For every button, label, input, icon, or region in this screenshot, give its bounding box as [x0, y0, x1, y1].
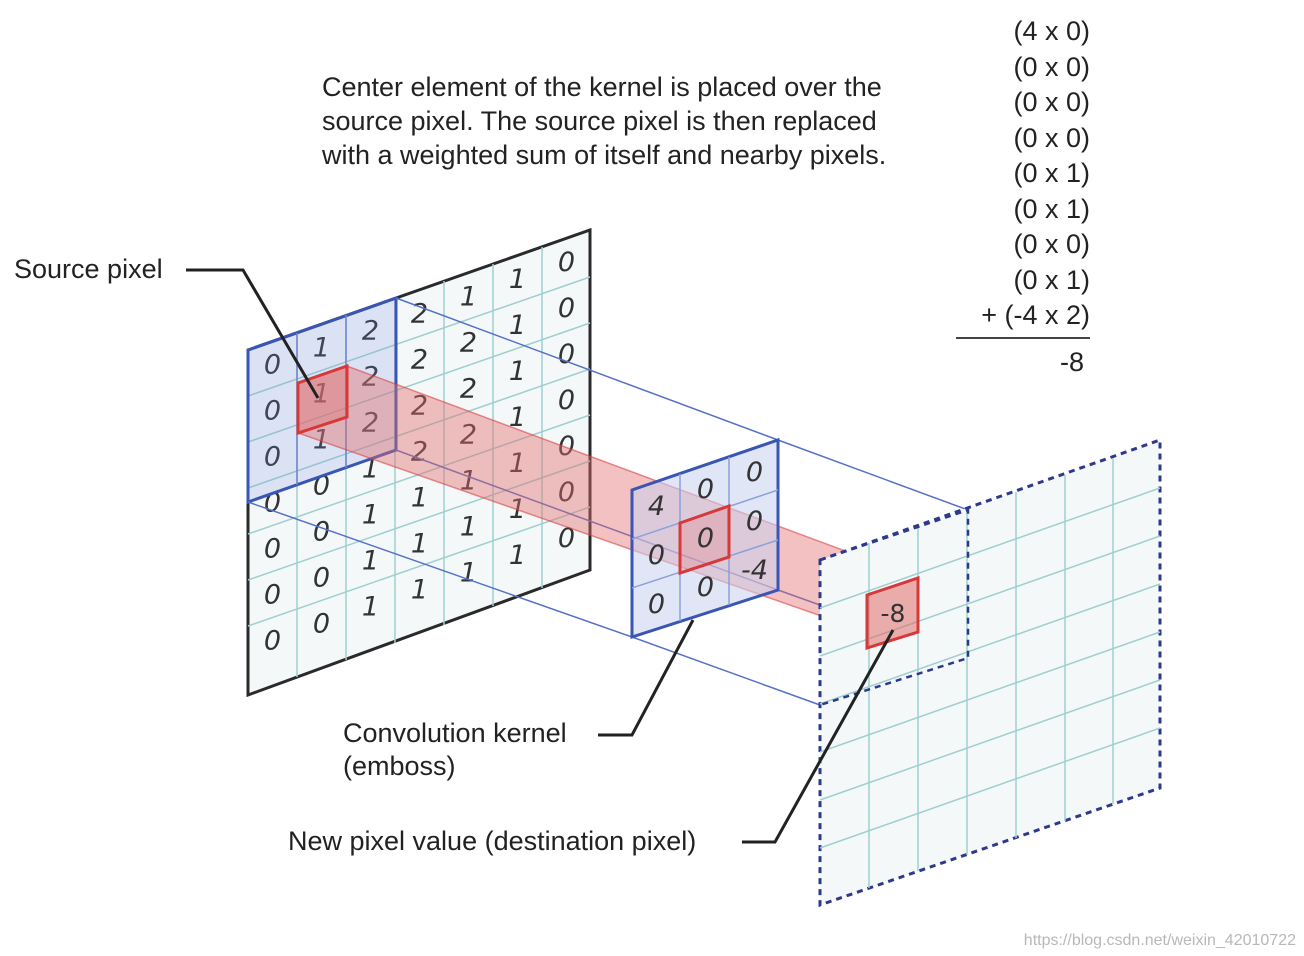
source-digit-5-1: 1 [313, 378, 330, 409]
source-digit-9-0: 0 [264, 580, 281, 611]
kernel-digit-2-1: 0 [697, 572, 714, 603]
kernel-label-line-1: Convolution kernel [343, 718, 567, 748]
source-pixel-label: Source pixel [14, 254, 163, 284]
source-grid-digits: 0122110012221001222100012210001111000111… [264, 247, 575, 656]
calc-term-last: + (-4 x 2) [981, 300, 1090, 330]
destination-footprint-outline [819, 508, 970, 707]
source-digit-9-3: 1 [411, 528, 428, 559]
source-digit-8-4: 1 [460, 465, 477, 496]
caption-line-2: source pixel. The source pixel is then r… [322, 106, 877, 136]
source-digit-5-6: 0 [558, 293, 575, 324]
source-digit-9-4: 1 [460, 511, 477, 542]
calc-term: (0 x 0) [1013, 51, 1090, 82]
watermark: https://blog.csdn.net/weixin_42010722 [1023, 932, 1296, 949]
kernel-label: Convolution kernel (emboss) [343, 717, 567, 783]
kernel-digit-2-0: 0 [648, 589, 665, 620]
calc-term: (0 x 1) [1013, 193, 1090, 224]
source-digit-5-3: 2 [411, 344, 428, 375]
source-digit-10-0: 0 [264, 626, 281, 657]
source-digit-7-4: 2 [460, 419, 477, 450]
source-digit-4-4: 1 [460, 281, 477, 312]
destination-pixel-label: New pixel value (destination pixel) [288, 826, 697, 856]
destination-image-sheet [818, 437, 1162, 908]
caption-line-1: Center element of the kernel is placed o… [322, 72, 882, 102]
source-digit-4-3: 2 [411, 298, 428, 329]
kernel-digit-1-1: 0 [697, 523, 714, 554]
kernel-center-box [678, 503, 731, 576]
destination-pixel-box [865, 575, 920, 651]
source-digit-5-2: 2 [362, 361, 379, 392]
kernel-leader [598, 619, 695, 737]
calc-term: (0 x 0) [1013, 87, 1090, 117]
source-digit-8-1: 0 [313, 516, 330, 547]
source-digit-6-1: 1 [313, 424, 330, 455]
kernel-digit-0-1: 0 [697, 474, 714, 505]
source-digit-8-2: 1 [362, 499, 379, 530]
calc-term: (0 x 1) [1013, 264, 1090, 295]
calc-term: (0 x 1) [1013, 158, 1090, 188]
kernel-digit-1-0: 0 [648, 540, 665, 571]
source-digit-6-2: 2 [362, 407, 379, 438]
calc-result: -8 [1059, 346, 1084, 377]
destination-leader [742, 629, 895, 844]
source-digit-10-2: 1 [362, 591, 379, 622]
source-digit-6-6: 0 [558, 339, 575, 370]
source-digit-7-5: 1 [509, 402, 526, 433]
source-digit-4-2: 2 [362, 315, 379, 346]
weighted-sum-calculation: (4 x 0) (0 x 0) (0 x 0) (0 x 0) (0 x 1) … [950, 14, 1090, 381]
source-digit-9-6: 0 [558, 477, 575, 508]
source-digit-4-5: 1 [509, 264, 526, 295]
kernel-digit-1-2: 0 [746, 506, 763, 537]
source-digit-4-1: 1 [313, 332, 330, 363]
calc-term: (4 x 0) [1013, 16, 1090, 46]
kernel-digit-2-2: -4 [741, 555, 768, 586]
destination-grid-lines [819, 458, 1161, 888]
source-digit-9-2: 1 [362, 545, 379, 576]
source-digit-5-0: 0 [264, 396, 281, 427]
calc-term: (0 x 0) [1013, 229, 1090, 259]
kernel-digits: 4 0 0 0 0 0 0 0 -4 [648, 457, 768, 620]
source-digit-4-6: 0 [558, 247, 575, 278]
source-digit-8-5: 1 [509, 448, 526, 479]
source-digit-8-0: 0 [264, 534, 281, 565]
source-digit-10-1: 0 [313, 608, 330, 639]
source-digit-6-0: 0 [264, 442, 281, 473]
source-digit-6-5: 1 [509, 356, 526, 387]
kernel-label-line-2: (emboss) [343, 751, 456, 781]
source-digit-10-3: 1 [411, 574, 428, 605]
source-digit-6-3: 2 [411, 390, 428, 421]
label-leader-lines [186, 268, 895, 844]
source-digit-10-4: 1 [460, 557, 477, 588]
diagram-caption: Center element of the kernel is placed o… [322, 70, 962, 172]
destination-pixel-value: -8 [881, 599, 906, 628]
source-digit-5-4: 2 [460, 327, 477, 358]
calc-term: (0 x 0) [1013, 122, 1090, 153]
source-pixel-leader [186, 268, 320, 399]
sum-rule [956, 336, 1090, 339]
source-digit-10-5: 1 [509, 540, 526, 571]
caption-line-3: with a weighted sum of itself and nearby… [322, 140, 887, 170]
source-digit-9-1: 0 [313, 562, 330, 593]
source-digit-5-5: 1 [509, 310, 526, 341]
kernel-digit-0-0: 4 [648, 491, 665, 522]
source-digit-8-3: 1 [411, 482, 428, 513]
source-digit-4-0: 0 [264, 350, 281, 381]
source-digit-6-4: 2 [460, 373, 477, 404]
source-digit-10-6: 0 [558, 523, 575, 554]
kernel-digit-0-2: 0 [746, 457, 763, 488]
source-digit-7-6: 0 [558, 385, 575, 416]
